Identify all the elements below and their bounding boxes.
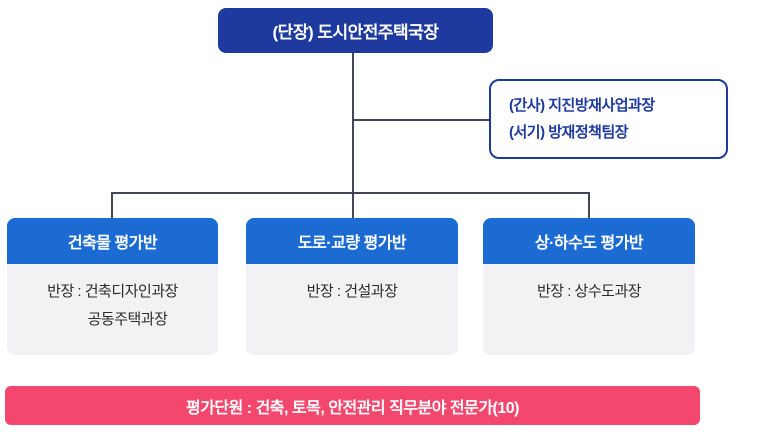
team-header-label: 상·하수도 평가반 bbox=[534, 235, 644, 252]
secretary-box: (간사) 지진방재사업과장 (서기) 방재정책팀장 bbox=[489, 79, 728, 159]
team-body-water-sewage: 반장 : 상수도과장 bbox=[483, 264, 695, 355]
secretary-line-2: (서기) 방재정책팀장 bbox=[509, 124, 629, 141]
leader-label: (단장) 도시안전주택국장 bbox=[272, 23, 439, 42]
connector-branch-right bbox=[588, 192, 590, 218]
team-body-buildings: 반장 : 건축디자인과장 공동주택과장 bbox=[7, 264, 218, 355]
team-body-line-1: 반장 : 건설과장 bbox=[306, 283, 398, 300]
team-header-roads-bridges: 도로·교량 평가반 bbox=[246, 218, 458, 264]
team-box-roads-bridges: 도로·교량 평가반 반장 : 건설과장 bbox=[246, 218, 458, 355]
connector-secretary-branch bbox=[353, 119, 489, 121]
team-body-roads-bridges: 반장 : 건설과장 bbox=[246, 264, 458, 355]
team-box-water-sewage: 상·하수도 평가반 반장 : 상수도과장 bbox=[483, 218, 695, 355]
team-header-label: 도로·교량 평가반 bbox=[297, 235, 407, 252]
team-body-line-1: 반장 : 상수도과장 bbox=[536, 283, 642, 300]
leader-box: (단장) 도시안전주택국장 bbox=[218, 8, 493, 53]
footer-label: 평가단원 : 건축, 토목, 안전관리 직무분야 전문가(10) bbox=[185, 399, 520, 417]
team-body-line-2: 공동주택과장 bbox=[87, 310, 168, 328]
secretary-line-1: (간사) 지진방재사업과장 bbox=[509, 97, 655, 114]
connector-branch-left bbox=[111, 192, 113, 218]
connector-main-vertical bbox=[352, 53, 354, 218]
team-header-water-sewage: 상·하수도 평가반 bbox=[483, 218, 695, 264]
team-box-buildings: 건축물 평가반 반장 : 건축디자인과장 공동주택과장 bbox=[7, 218, 218, 355]
team-body-line-1: 반장 : 건축디자인과장 bbox=[47, 283, 178, 300]
team-header-label: 건축물 평가반 bbox=[67, 235, 158, 252]
connector-horizontal bbox=[111, 192, 590, 194]
footer-banner: 평가단원 : 건축, 토목, 안전관리 직무분야 전문가(10) bbox=[5, 386, 700, 425]
team-header-buildings: 건축물 평가반 bbox=[7, 218, 218, 264]
